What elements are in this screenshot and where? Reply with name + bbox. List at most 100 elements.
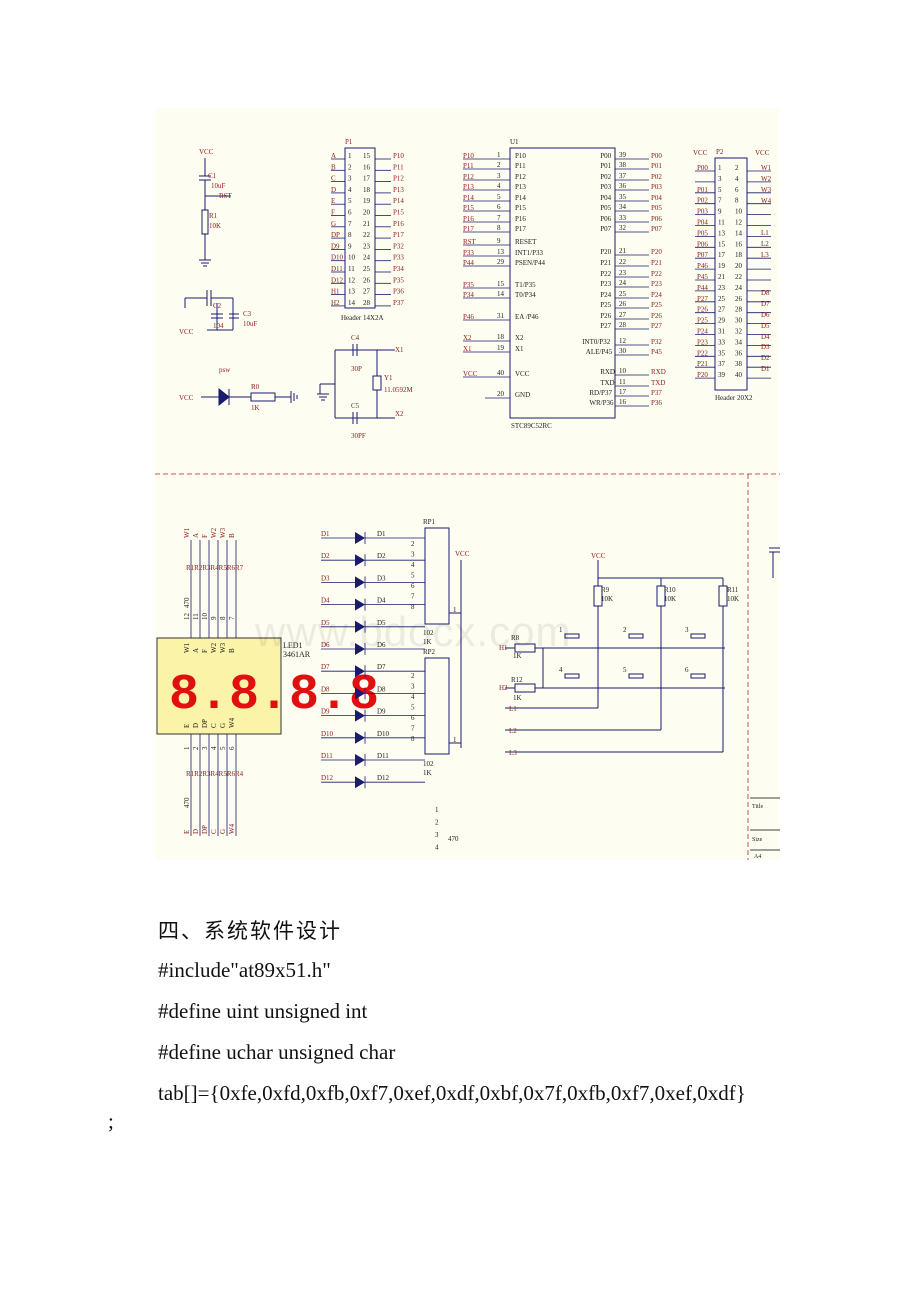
p2-pin-odd: 23	[718, 284, 726, 292]
c1-value: 10uF	[211, 182, 226, 190]
rp2-value: 102	[423, 760, 434, 768]
display-top-resval: 470	[183, 597, 191, 608]
mcu-inner-right: P23	[600, 280, 611, 288]
mcu-inner-left: P15	[515, 204, 526, 212]
p2-pin-even: 12	[735, 219, 743, 227]
mcu-pin-left: 5	[497, 193, 501, 201]
led-diode-icon	[355, 776, 365, 789]
display-top-net: W3	[219, 527, 227, 538]
mcu-inner-right: P21	[600, 259, 611, 267]
mcu-pin-right: 28	[619, 321, 627, 329]
mcu-net-right: P23	[651, 280, 662, 288]
led-ref: D1	[377, 530, 386, 538]
key-label: 2	[623, 626, 627, 634]
mcu-net-left: P46	[463, 313, 474, 321]
led-ref: D4	[377, 597, 386, 605]
display-bot-pin: 5	[219, 746, 227, 750]
p2-net-right: W4	[761, 197, 772, 205]
rp1-pin: 2	[411, 540, 415, 548]
p2-caption: Header 20X2	[715, 394, 753, 402]
p2-pin-even: 14	[735, 229, 743, 237]
code-line-define-uchar: #define uchar unsigned char	[158, 1040, 396, 1064]
mcu-net-right: P06	[651, 215, 662, 223]
led-ref: D12	[377, 774, 390, 782]
mcu-pin-left: 4	[497, 182, 501, 190]
mcu-inner-right: P04	[600, 194, 611, 202]
p1-net-left: D9	[331, 242, 340, 250]
bottom-list-item: 4	[435, 844, 439, 852]
mcu-net-left: P44	[463, 259, 474, 267]
c4-label: C4	[351, 334, 360, 342]
display-bot-pinname: D	[192, 723, 200, 728]
p2-net-left: P22	[697, 349, 708, 357]
mcu-inner-left: P10	[515, 152, 526, 160]
p1-pin-right: 16	[363, 163, 371, 171]
p1-pin-left: 4	[348, 186, 352, 194]
mcu-net-left: X1	[463, 345, 472, 353]
p1-net-right: P13	[393, 186, 404, 194]
display-top-pin: 11	[192, 613, 200, 620]
mcu-net-left: P14	[463, 194, 474, 202]
mcu-inner-right: P02	[600, 173, 611, 181]
p2-vcc-right: VCC	[755, 149, 770, 157]
p1-net-left: D10	[331, 254, 344, 262]
mcu-inner-left: PSEN/P44	[515, 259, 545, 267]
p1-net-right: P12	[393, 175, 404, 183]
mcu-net-right: P00	[651, 152, 662, 160]
display-bot-net: DP	[201, 825, 209, 834]
p2-pin-odd: 35	[718, 349, 726, 357]
mcu-net-right: TXD	[651, 379, 665, 387]
p2-ref: P2	[716, 148, 724, 156]
p2-net-left: P21	[697, 360, 708, 368]
p2-pin-odd: 3	[718, 175, 722, 183]
key-switch-icon	[628, 633, 644, 639]
mcu-pin-right: 30	[619, 347, 627, 355]
p1-net-left: F	[331, 209, 335, 217]
p2-pin-even: 10	[735, 208, 743, 216]
mcu-pin-right: 16	[619, 398, 627, 406]
display-bot-net: D	[192, 829, 200, 834]
mcu-pin-left: 1	[497, 151, 501, 159]
led-diode-icon	[355, 643, 365, 655]
c2-value: 104	[213, 322, 224, 330]
rp2-pin: 6	[411, 714, 415, 722]
p2-net-left: P00	[697, 164, 708, 172]
p2-net-left: P25	[697, 317, 708, 325]
p2-pin-even: 32	[735, 328, 743, 336]
y1-value: 11.0592M	[384, 386, 413, 394]
p1-net-right: P16	[393, 220, 404, 228]
mcu-pin-left: 8	[497, 224, 501, 232]
led-net-left: D6	[321, 641, 330, 649]
p1-pin-right: 22	[363, 231, 371, 239]
display-top-pin: 8	[219, 616, 227, 620]
display-bot-pin: 4	[210, 746, 218, 750]
r1-value: 10K	[209, 222, 221, 230]
key-switch-icon	[564, 673, 580, 679]
led-vcc: VCC	[455, 550, 470, 558]
led-diode-icon	[355, 665, 365, 678]
led-diode-icon	[355, 687, 365, 700]
mcu-pin-right: 12	[619, 337, 627, 345]
mcu-inner-left: P13	[515, 183, 526, 191]
mcu-net-right: P22	[651, 270, 662, 278]
r8-value: 1K	[513, 652, 522, 660]
c5-value: 30PF	[351, 432, 366, 440]
p1-net-left: D12	[331, 276, 344, 284]
mcu-inner-left: P16	[515, 215, 526, 223]
mcu-net-right: P20	[651, 248, 662, 256]
mcu-net-left: P17	[463, 225, 474, 233]
p1-net-left: B	[331, 163, 336, 171]
p2-pin-odd: 21	[718, 273, 726, 281]
p2-net-left: P07	[697, 251, 708, 259]
mcu-pin-right: 34	[619, 203, 627, 211]
mcu-inner-left: VCC	[515, 370, 530, 378]
key-switch-icon	[564, 633, 580, 639]
led1-part: 3461AR	[283, 650, 311, 659]
p2-net-right: D1	[761, 365, 770, 373]
mcu-pin-right: 10	[619, 367, 627, 375]
c4-value: 30P	[351, 365, 362, 373]
p2-pin-odd: 31	[718, 328, 726, 336]
key-switch-icon	[690, 633, 706, 639]
r11-value: 10K	[727, 595, 739, 603]
mcu-inner-right: P27	[600, 322, 611, 330]
